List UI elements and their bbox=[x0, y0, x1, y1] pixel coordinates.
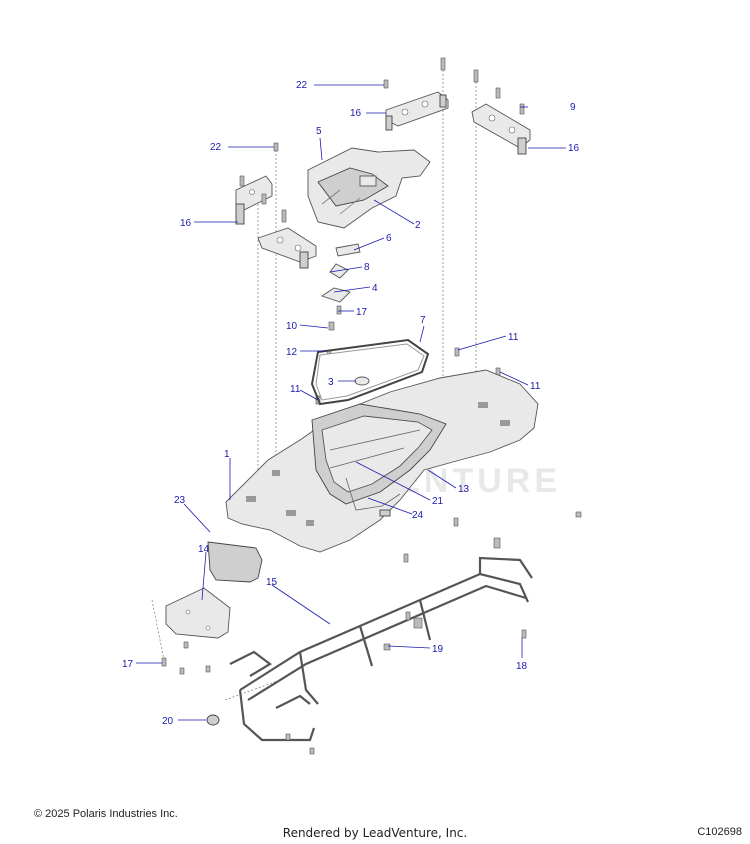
callout-17: 17 bbox=[122, 659, 134, 670]
copyright-text: © 2025 Polaris Industries Inc. bbox=[34, 808, 178, 820]
rear-rack bbox=[307, 147, 431, 229]
callout-7: 7 bbox=[420, 315, 426, 326]
callout-20: 20 bbox=[162, 716, 174, 727]
callout-6: 6 bbox=[386, 233, 392, 244]
callout-13: 13 bbox=[458, 484, 470, 495]
callout-3: 3 bbox=[328, 377, 334, 388]
upper-bracket-left-rear bbox=[385, 91, 449, 131]
frame-fasteners bbox=[161, 511, 582, 755]
callout-16: 16 bbox=[568, 143, 580, 154]
callout-12: 12 bbox=[286, 347, 298, 358]
callout-14: 14 bbox=[198, 544, 210, 555]
rear-frame bbox=[229, 556, 533, 742]
plug bbox=[354, 376, 370, 386]
callout-8: 8 bbox=[364, 262, 370, 273]
callout-16: 16 bbox=[180, 218, 192, 229]
callout-11: 11 bbox=[508, 332, 519, 343]
leader-lines bbox=[136, 84, 566, 721]
callout-11: 11 bbox=[530, 381, 541, 392]
upper-bracket-left-front bbox=[235, 175, 273, 225]
storage-box bbox=[345, 477, 401, 517]
rendered-by-text: Rendered by LeadVenture, Inc. bbox=[282, 826, 468, 840]
latch-assembly bbox=[320, 243, 361, 303]
callout-labels: 22 16 9 16 5 22 16 2 6 8 4 17 10 7 12 11… bbox=[122, 80, 580, 727]
callout-9: 9 bbox=[570, 102, 576, 113]
side-panel bbox=[165, 587, 231, 639]
storage-seal bbox=[310, 338, 430, 406]
callout-21: 21 bbox=[432, 496, 444, 507]
bumper-stop bbox=[206, 714, 220, 726]
callout-2: 2 bbox=[415, 220, 421, 231]
callout-15: 15 bbox=[266, 577, 278, 588]
callout-19: 19 bbox=[432, 644, 444, 655]
callout-23: 23 bbox=[174, 495, 186, 506]
callout-5: 5 bbox=[316, 126, 322, 137]
callout-24: 24 bbox=[412, 510, 424, 521]
callout-4: 4 bbox=[372, 283, 378, 294]
callout-10: 10 bbox=[286, 321, 298, 332]
callout-11: 11 bbox=[290, 384, 301, 395]
callout-17: 17 bbox=[356, 307, 368, 318]
callout-22: 22 bbox=[296, 80, 308, 91]
diagram-code: C102698 bbox=[697, 826, 742, 838]
upper-bracket-center-front bbox=[257, 227, 317, 269]
callout-22: 22 bbox=[210, 142, 222, 153]
callout-18: 18 bbox=[516, 661, 528, 672]
rear-fender bbox=[225, 369, 539, 553]
upper-bracket-right-rear bbox=[471, 103, 531, 155]
callout-16: 16 bbox=[350, 108, 362, 119]
alignment-lines bbox=[151, 70, 477, 701]
callout-1: 1 bbox=[224, 449, 230, 460]
mud-flap bbox=[207, 541, 263, 583]
